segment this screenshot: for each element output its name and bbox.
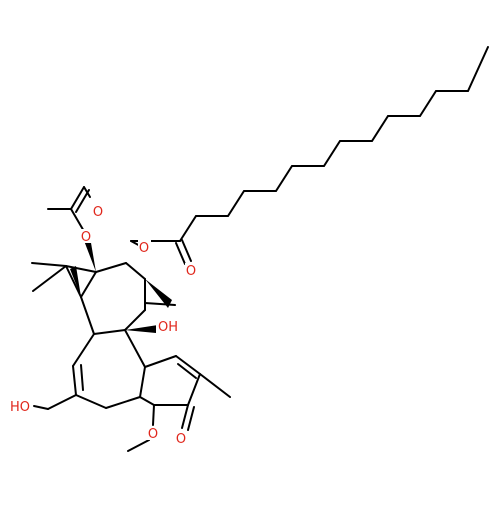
cyclopropane-bond-2 [65, 265, 82, 298]
ketone-bond-a [181, 404, 189, 429]
ring-b-double-bond [80, 364, 84, 391]
ketone-bond-b [187, 406, 195, 431]
gem-methyl-1 [31, 262, 67, 267]
wedge-acetate [83, 237, 96, 272]
atom-o-ester-ring: O [139, 241, 149, 256]
ring-a-bond-5 [139, 396, 155, 406]
ester-carbonyl-bond-a [175, 242, 186, 265]
methoxy-bond [152, 404, 155, 426]
alkyl-chain-bonds [179, 46, 489, 242]
atom-labels: O O O O OH HO O O [8, 205, 198, 447]
methyl-c11 [144, 302, 176, 306]
ring-a-double-bond [177, 363, 197, 379]
ring-system [31, 262, 231, 452]
wedge-methyl [145, 279, 172, 308]
ring-b-bond-3 [75, 394, 107, 409]
tetradecanoyl-chain [179, 46, 489, 242]
hydroxymethyl-bond-1 [47, 394, 77, 410]
ring-c-bond-6 [80, 296, 95, 335]
cyclopropane-bond-3 [80, 271, 97, 298]
hydroxymethyl-bond-2 [33, 405, 49, 410]
ring-a-bond-3 [187, 373, 201, 406]
acetate-carbonyl-bond-b [75, 189, 90, 213]
ring-c-bond-1 [95, 262, 127, 273]
atom-o-acetate-carbonyl: O [93, 205, 103, 220]
gem-methyl-2 [32, 265, 67, 292]
ring-c-bond-2 [125, 262, 146, 280]
atom-oh-hydroxyl: OH [158, 320, 178, 335]
ring-a-bond-1 [144, 355, 177, 368]
methoxy-methyl [127, 439, 150, 452]
wedge-hydroxyl [125, 325, 158, 333]
ring-b-bond-6 [124, 329, 146, 368]
acetate-carbonyl-bond-a [70, 186, 85, 210]
ring-b-bond-4 [105, 396, 141, 409]
ester-carbonyl-bond-b [181, 239, 192, 262]
ring-b-bond-5 [139, 366, 146, 398]
ring-c-bond-5 [93, 329, 126, 335]
stereo-wedges [70, 237, 172, 333]
methyl-c2 [199, 373, 231, 398]
atom-o-ester-carbonyl: O [186, 264, 196, 279]
cyclopropane-bond-1 [65, 265, 97, 273]
ring-a-bond-2 [175, 355, 201, 375]
acetate-group [47, 186, 91, 234]
ring-b-bond-1 [72, 333, 95, 367]
atom-o-acetate-ring: O [81, 230, 91, 245]
wedge-cyclopropane [70, 266, 81, 297]
atom-o-methoxy: O [148, 427, 158, 442]
ring-c-bond-4 [124, 309, 146, 331]
ring-b-bond-2 [72, 365, 77, 396]
atom-o-ketone: O [176, 432, 186, 447]
atom-ho-hydroxymethyl: HO [10, 400, 30, 415]
acetate-carbonyl-stub [83, 186, 91, 198]
